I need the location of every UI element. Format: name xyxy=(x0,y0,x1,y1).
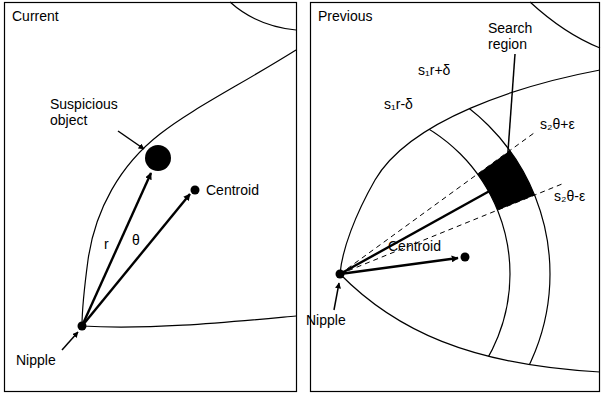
leader-line xyxy=(118,131,144,149)
centroid-vector xyxy=(82,194,190,326)
callout-label: Suspicious object xyxy=(50,96,132,128)
panel-title: Current xyxy=(12,8,59,24)
panel-frame xyxy=(5,3,297,392)
callout-label: Nipple xyxy=(306,312,346,328)
breast-outline xyxy=(340,70,600,372)
r-vector xyxy=(82,173,151,326)
centroid-vector xyxy=(340,258,458,274)
dimension-label: s₂θ-ε xyxy=(554,188,585,204)
callout-label: Centroid xyxy=(206,182,259,198)
variable-label: r xyxy=(104,236,109,252)
panel-frame xyxy=(311,3,600,392)
variable-label: θ xyxy=(132,232,140,248)
radius-arc xyxy=(130,64,550,395)
r-vector xyxy=(340,183,504,274)
centroid-dot xyxy=(191,186,200,195)
panel-title: Previous xyxy=(318,8,372,24)
leader-line xyxy=(62,332,78,350)
dimension-label: s₂θ+ε xyxy=(540,116,575,132)
centroid-dot xyxy=(461,253,470,262)
callout-label: Centroid xyxy=(388,238,441,254)
chest-wall xyxy=(230,2,296,30)
nipple-dot xyxy=(78,322,87,331)
leader-line xyxy=(334,283,339,310)
chest-wall xyxy=(530,2,600,48)
callout-label: Nipple xyxy=(16,352,56,368)
suspicious-object xyxy=(145,145,171,171)
angle-line xyxy=(340,184,562,274)
radius-arc xyxy=(170,104,510,395)
leader-line xyxy=(507,54,515,165)
callout-label: Search region xyxy=(488,20,550,52)
dimension-label: s₁r-δ xyxy=(384,96,413,112)
dimension-label: s₁r+δ xyxy=(418,62,450,78)
angle-line xyxy=(340,133,534,274)
nipple-dot xyxy=(336,270,345,279)
breast-outline xyxy=(82,50,296,327)
search-region xyxy=(478,151,535,211)
